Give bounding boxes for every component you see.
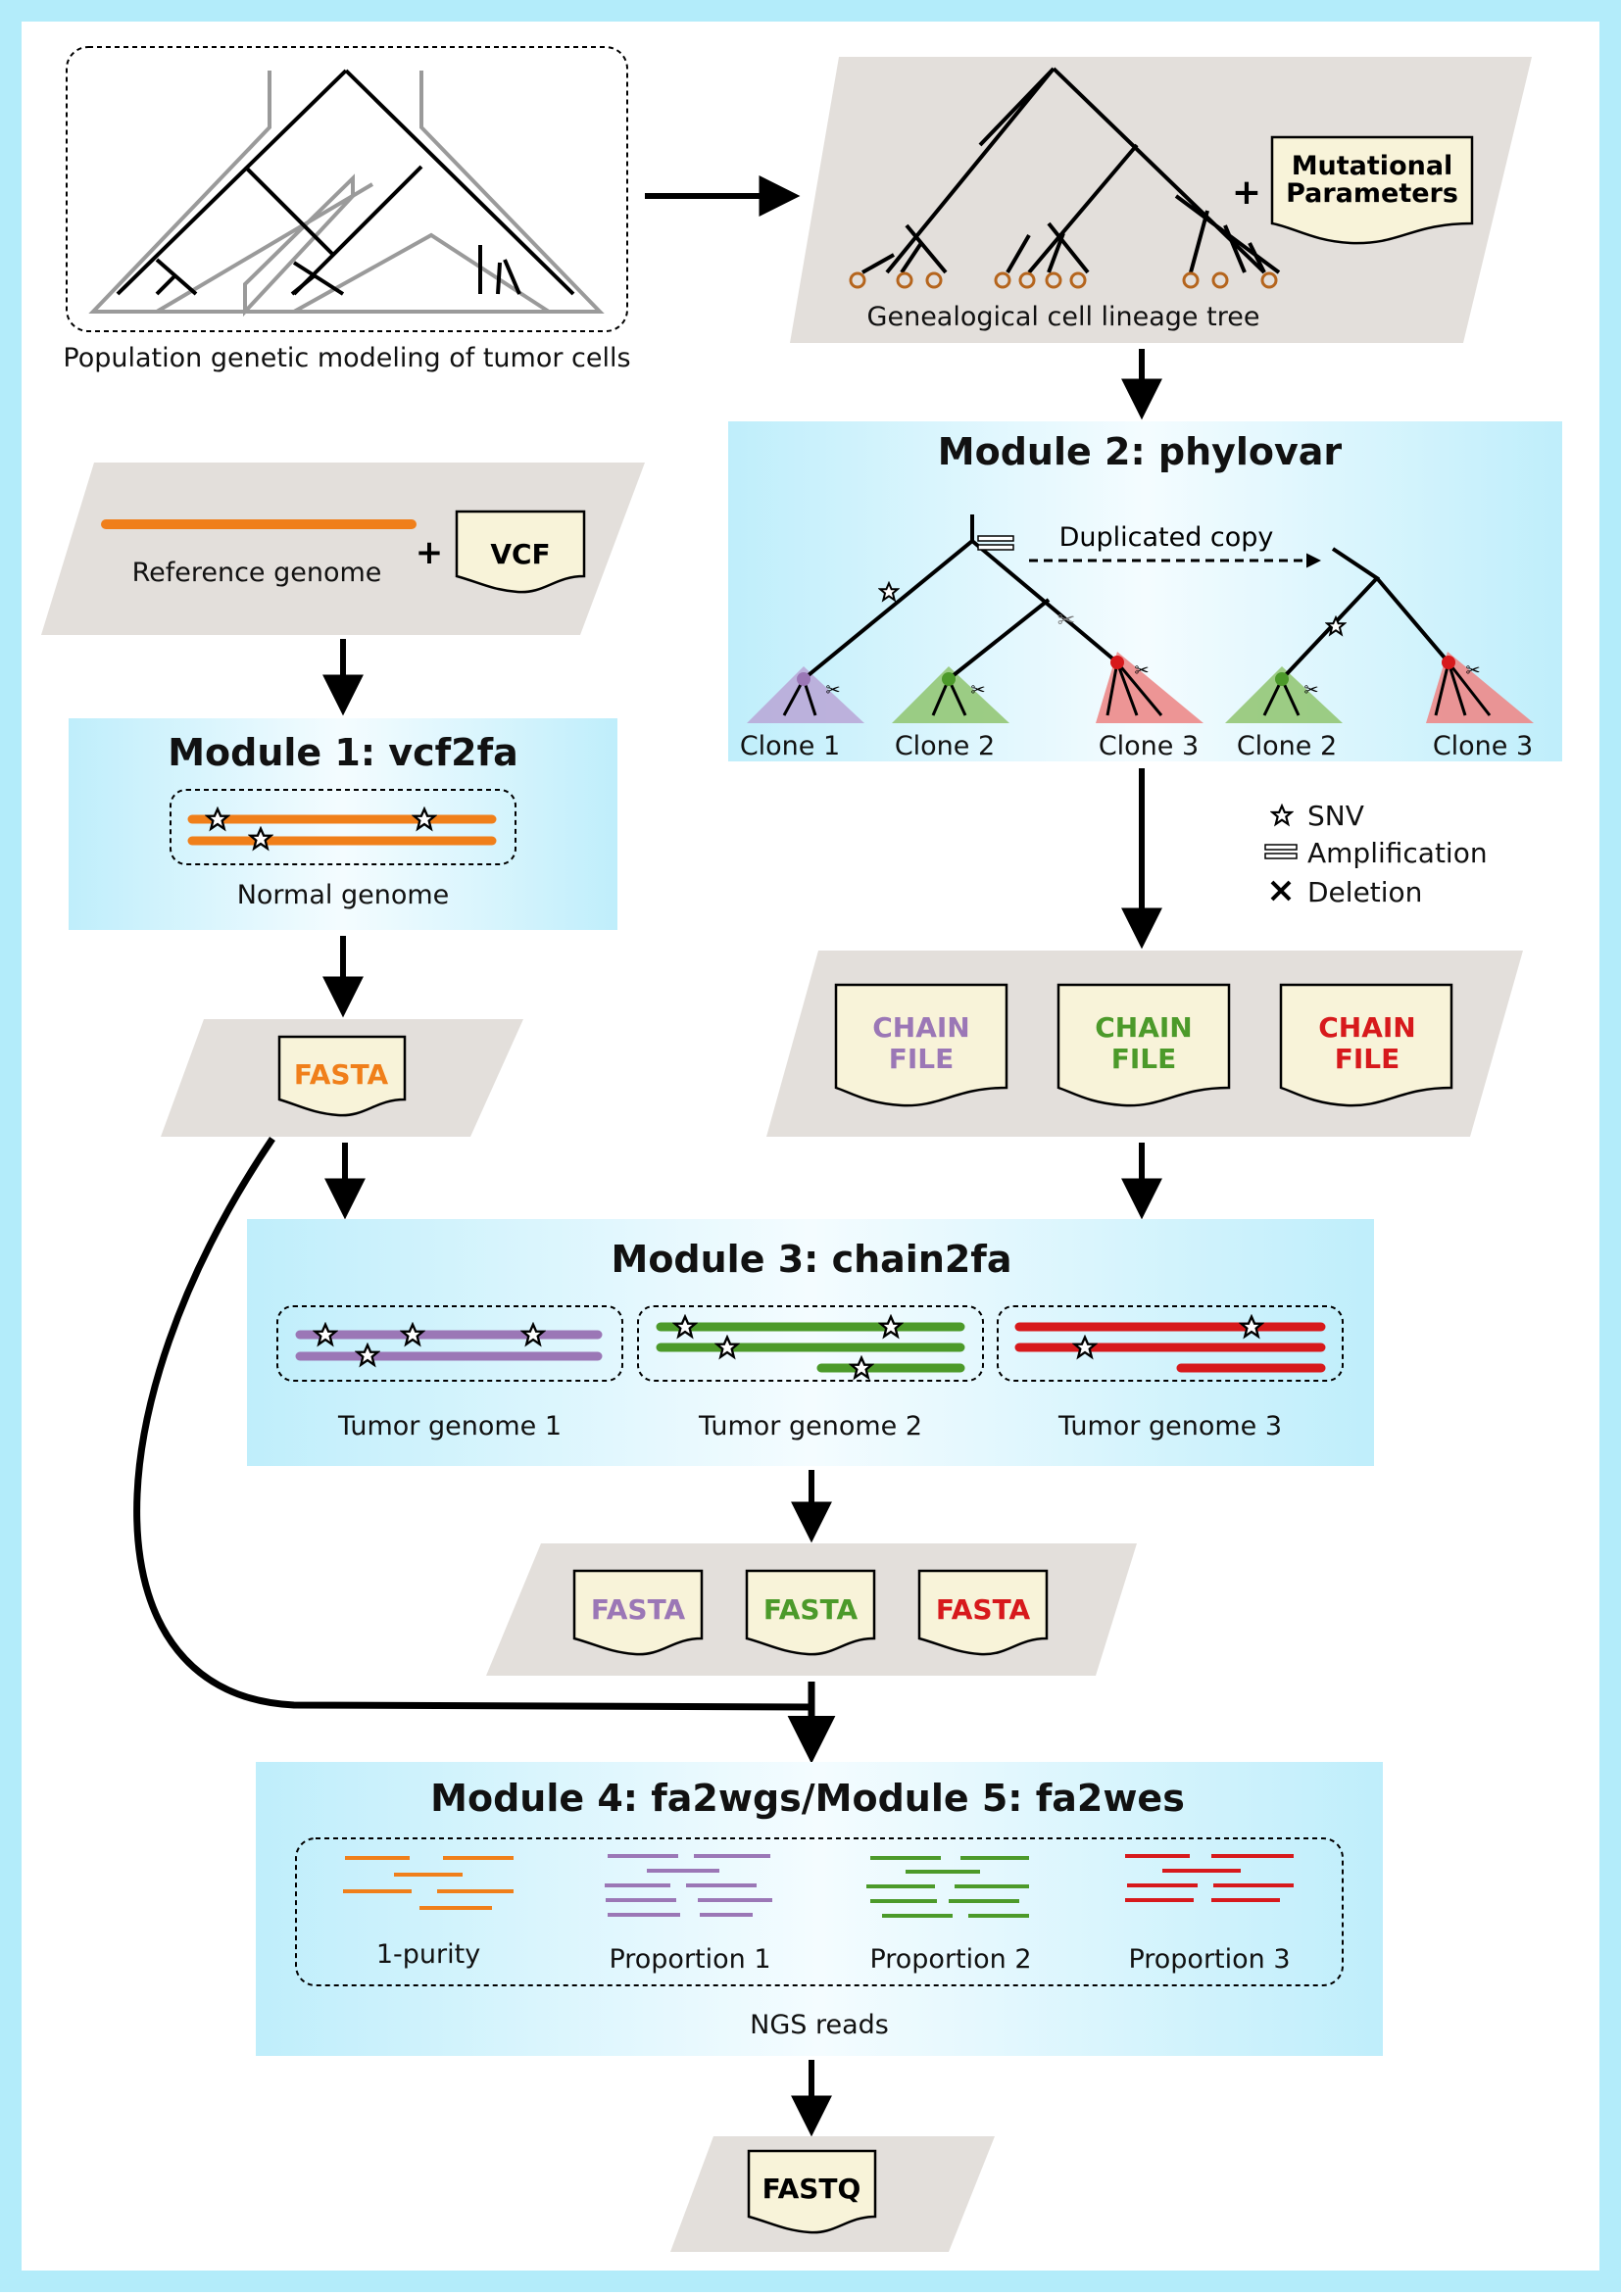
clone-label-2: Clone 2: [895, 731, 995, 761]
normal-fasta-bypass-curve: [133, 1137, 812, 1711]
chain-file-3: CHAIN FILE: [1279, 983, 1453, 1107]
group-label-proportion1: Proportion 1: [609, 1944, 770, 1975]
legend: SNV Amplification Deletion: [1264, 800, 1488, 908]
tree-caption: Genealogical cell lineage tree: [867, 302, 1260, 332]
svg-text:✂: ✂: [1303, 680, 1318, 701]
fastq-panel: FASTQ: [670, 2136, 995, 2252]
module45-title: Module 4: fa2wgs/Module 5: fa2wes: [430, 1777, 1185, 1820]
tumor-genome-caption-2: Tumor genome 2: [698, 1411, 922, 1441]
svg-text:FILE: FILE: [1111, 1043, 1177, 1075]
svg-text:✂: ✂: [1057, 609, 1075, 633]
chain-file-1: CHAIN FILE: [834, 983, 1008, 1107]
svg-text:FASTA: FASTA: [763, 1593, 859, 1626]
tumor-genome-caption-3: Tumor genome 3: [1057, 1411, 1282, 1441]
clone-label-4: Clone 2: [1237, 731, 1337, 761]
deletion-cross-icon: [1270, 880, 1292, 902]
snv-star-icon: [1271, 805, 1293, 826]
svg-text:FILE: FILE: [1335, 1043, 1400, 1075]
svg-text:FASTA: FASTA: [936, 1593, 1031, 1626]
normal-fasta-panel: FASTA: [161, 1019, 523, 1137]
svg-text:CHAIN: CHAIN: [1318, 1011, 1416, 1044]
tumor-fasta-2: FASTA: [745, 1569, 876, 1656]
normal-fasta-doc: [277, 1035, 407, 1117]
module1-panel: Module 1: vcf2fa Normal genome: [69, 718, 617, 930]
clone-label-5: Clone 3: [1433, 731, 1533, 761]
population-caption: Population genetic modeling of tumor cel…: [63, 343, 630, 373]
svg-text:CHAIN: CHAIN: [1095, 1011, 1193, 1044]
svg-text:✂: ✂: [825, 680, 840, 701]
vcf-doc: [455, 510, 586, 594]
tumor-genome-caption-1: Tumor genome 1: [337, 1411, 562, 1441]
legend-snv: SNV: [1307, 800, 1364, 832]
module3-panel: Module 3: chain2fa Tumor genome 1 Tumor …: [247, 1219, 1374, 1466]
plus-sign: +: [1232, 172, 1261, 213]
tumor-fasta-3: FASTA: [917, 1569, 1049, 1656]
legend-deletion: Deletion: [1307, 876, 1422, 908]
reference-caption: Reference genome: [132, 558, 382, 588]
amplification-icon: [1264, 844, 1298, 851]
module3-title: Module 3: chain2fa: [612, 1238, 1012, 1281]
module2-title: Module 2: phylovar: [938, 430, 1343, 473]
group-label-proportion3: Proportion 3: [1128, 1944, 1290, 1975]
chain-file-2: CHAIN FILE: [1056, 983, 1231, 1107]
svg-text:✂: ✂: [1465, 660, 1480, 681]
svg-text:✂: ✂: [970, 680, 985, 701]
tumor-fasta-1: FASTA: [572, 1569, 704, 1656]
chain-files-panel: CHAIN FILE CHAIN FILE CHAIN FILE: [766, 951, 1523, 1137]
mutational-parameters-doc: [1270, 135, 1474, 245]
plus-sign-2: +: [416, 533, 444, 572]
mutational-params-line1: Mutational: [1292, 151, 1453, 181]
normal-fasta-label: FASTA: [294, 1058, 389, 1091]
group-label-purity: 1-purity: [376, 1939, 480, 1970]
svg-text:✂: ✂: [1134, 660, 1149, 681]
normal-genome-caption: Normal genome: [237, 880, 450, 910]
fastq-label: FASTQ: [762, 2173, 861, 2205]
clone-label-1: Clone 1: [740, 731, 840, 761]
mutational-params-line2: Parameters: [1286, 178, 1458, 209]
duplicated-copy-label: Duplicated copy: [1059, 522, 1274, 553]
svg-text:FASTA: FASTA: [591, 1593, 686, 1626]
svg-text:CHAIN: CHAIN: [872, 1011, 970, 1044]
lineage-tree-panel: Genealogical cell lineage tree + Mutatio…: [790, 57, 1532, 343]
svg-text:FILE: FILE: [889, 1043, 955, 1075]
vcf-label: VCF: [490, 538, 550, 570]
legend-amplification: Amplification: [1307, 837, 1488, 869]
reference-panel: Reference genome + VCF: [41, 463, 645, 635]
module45-panel: Module 4: fa2wgs/Module 5: fa2wes: [256, 1762, 1383, 2056]
module1-title: Module 1: vcf2fa: [168, 731, 518, 774]
clone-label-3: Clone 3: [1099, 731, 1199, 761]
fastq-doc: [747, 2149, 877, 2234]
population-model-panel: Population genetic modeling of tumor cel…: [63, 46, 631, 373]
module2-panel: Module 2: phylovar ✂ ✂ ✂ ✂ ✂ ✂ Duplic: [728, 421, 1562, 761]
tumor-fastas-panel: FASTA FASTA FASTA: [486, 1543, 1137, 1676]
ngs-reads-caption: NGS reads: [750, 2010, 889, 2040]
group-label-proportion2: Proportion 2: [869, 1944, 1031, 1975]
